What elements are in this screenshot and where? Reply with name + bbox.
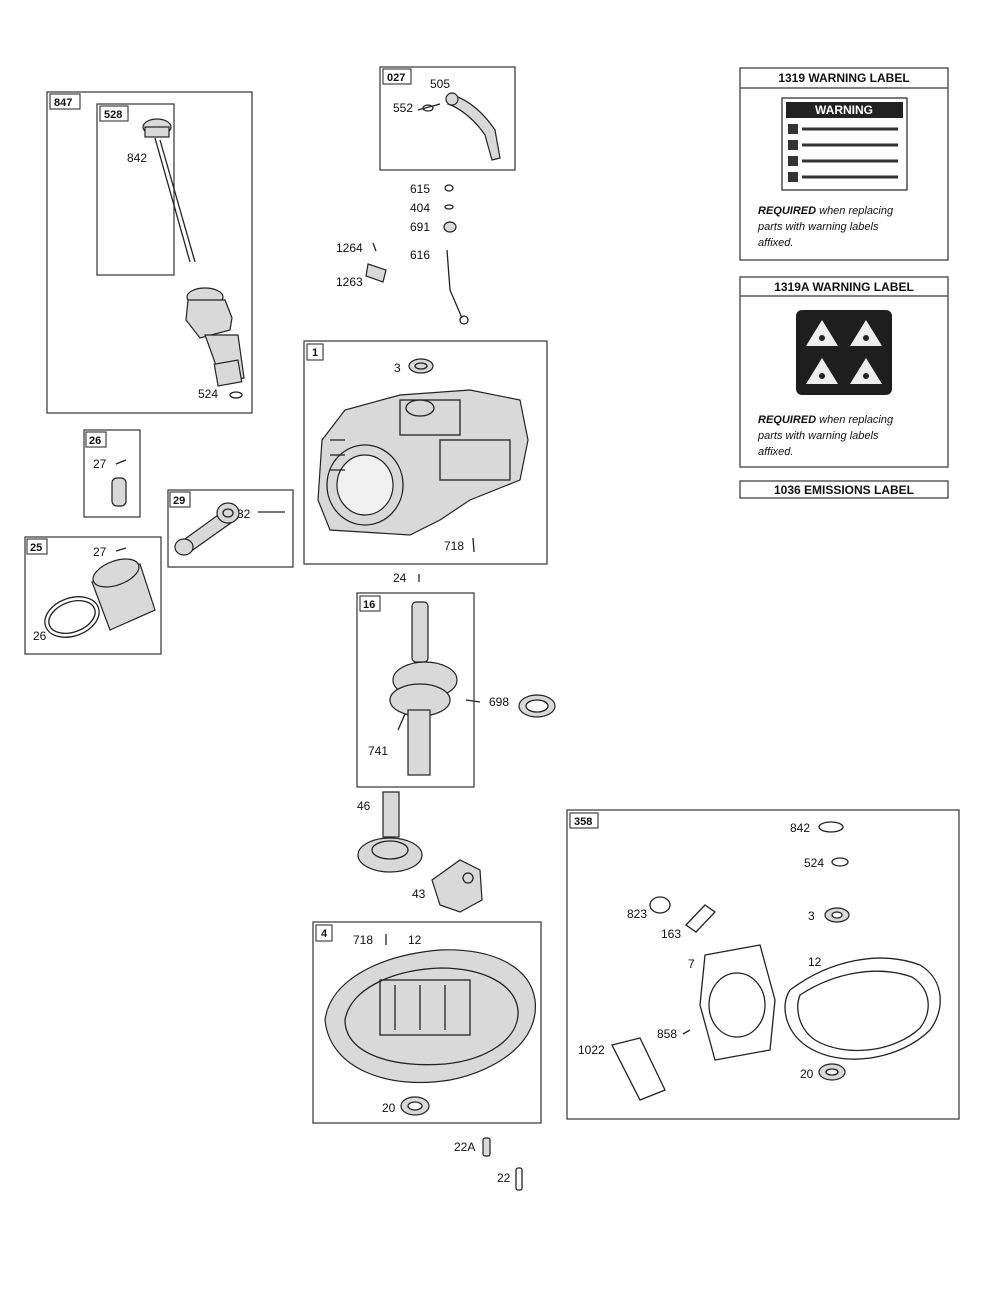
part-741-label: 741 bbox=[368, 744, 388, 758]
part-20a-label: 20 bbox=[382, 1101, 396, 1115]
emissions-label-1036: 1036 EMISSIONS LABEL bbox=[739, 480, 949, 499]
group-528-label: 528 bbox=[104, 109, 122, 121]
warning-label-1319-title: 1319 WARNING LABEL bbox=[778, 71, 909, 85]
part-552-label: 552 bbox=[393, 101, 413, 115]
group-29-label: 29 bbox=[173, 495, 185, 507]
warning1-required: REQUIRED bbox=[758, 205, 816, 217]
part-524-label: 524 bbox=[198, 387, 218, 401]
part-3-label: 3 bbox=[394, 361, 401, 375]
warning-label-1319: 1319 WARNING LABEL WARNING REQUIRED when… bbox=[739, 67, 949, 261]
part-616-label: 616 bbox=[410, 248, 430, 262]
warning2-required: REQUIRED bbox=[758, 414, 816, 426]
group-358-gasket-set: 358 842 524 823 163 3 7 12 858 1022 20 bbox=[566, 809, 960, 1120]
small-parts-column: 615 404 691 616 1264 1263 bbox=[336, 182, 469, 325]
part-505-label: 505 bbox=[430, 77, 450, 91]
part-24-label: 24 bbox=[393, 571, 407, 585]
warning-label-1319a-title: 1319A WARNING LABEL bbox=[774, 280, 914, 294]
warning2-line1: when replacing bbox=[816, 414, 894, 426]
group-847-label: 847 bbox=[54, 97, 72, 109]
part-12a-label: 12 bbox=[408, 933, 422, 947]
group-25: 25 27 26 bbox=[24, 536, 162, 655]
part-615-label: 615 bbox=[410, 182, 430, 196]
part-691-label: 691 bbox=[410, 220, 430, 234]
group-26-label: 26 bbox=[89, 435, 101, 447]
group-29: 29 32 bbox=[167, 489, 294, 568]
warning1-line2: parts with warning labels bbox=[757, 221, 879, 233]
group-16-crankshaft: 16 741 bbox=[356, 592, 481, 788]
part-163-label: 163 bbox=[661, 927, 681, 941]
dipstick-tube-part bbox=[185, 287, 245, 387]
warning1-line3: affixed. bbox=[758, 237, 793, 249]
group-358-label: 358 bbox=[574, 816, 592, 828]
group-26: 26 27 bbox=[83, 429, 141, 518]
part-718-label: 718 bbox=[444, 539, 464, 553]
part-1263-label: 1263 bbox=[336, 275, 363, 289]
group-847: 847 528 842 524 bbox=[46, 91, 253, 414]
governor-part: 43 bbox=[412, 859, 483, 913]
emissions-label-title: 1036 EMISSIONS LABEL bbox=[774, 483, 914, 497]
group-25-label: 25 bbox=[30, 542, 42, 554]
group-16-label: 16 bbox=[363, 599, 375, 611]
part-7-label: 7 bbox=[688, 957, 695, 971]
group-1-cylinder: 1 3 718 bbox=[303, 340, 548, 565]
warning1-line1: when replacing bbox=[816, 205, 894, 217]
group-027: 027 505 552 bbox=[379, 66, 516, 171]
part-842b-label: 842 bbox=[790, 821, 810, 835]
part-1022-label: 1022 bbox=[578, 1043, 605, 1057]
part-27a-label: 27 bbox=[93, 457, 107, 471]
svg-text:REQUIRED when replacing: REQUIRED when replacing bbox=[758, 414, 894, 426]
warning2-line2: parts with warning labels bbox=[757, 430, 879, 442]
part-46-label: 46 bbox=[357, 799, 371, 813]
group-027-label: 027 bbox=[387, 72, 405, 84]
part-524b-label: 524 bbox=[804, 856, 824, 870]
group-4-label: 4 bbox=[321, 928, 328, 940]
warning-text-lines bbox=[788, 124, 898, 182]
part-842-label: 842 bbox=[127, 151, 147, 165]
part-12b-label: 12 bbox=[808, 955, 822, 969]
part-3b-label: 3 bbox=[808, 909, 815, 923]
part-43-label: 43 bbox=[412, 887, 426, 901]
warning2-line3: affixed. bbox=[758, 446, 793, 458]
warning-sign-text: WARNING bbox=[815, 103, 873, 117]
part-27b-label: 27 bbox=[93, 545, 107, 559]
group-4-sump: 4 718 12 20 bbox=[312, 921, 542, 1124]
part-823-label: 823 bbox=[627, 907, 647, 921]
part-858-label: 858 bbox=[657, 1027, 677, 1041]
warning-label-1319a: 1319A WARNING LABEL REQUIRED when replac… bbox=[739, 276, 949, 468]
part-698-label: 698 bbox=[489, 695, 509, 709]
part-32-label: 32 bbox=[237, 507, 251, 521]
part-20b-label: 20 bbox=[800, 1067, 814, 1081]
part-22A-label: 22A bbox=[454, 1140, 475, 1154]
part-22-label: 22 bbox=[497, 1171, 511, 1185]
part-404-label: 404 bbox=[410, 201, 430, 215]
part-1264-label: 1264 bbox=[336, 241, 363, 255]
part-26-label: 26 bbox=[33, 629, 47, 643]
group-1-label: 1 bbox=[312, 347, 318, 359]
part-718b-label: 718 bbox=[353, 933, 373, 947]
svg-text:REQUIRED when replacing: REQUIRED when replacing bbox=[758, 205, 894, 217]
cam-gear-part: 46 bbox=[357, 791, 423, 873]
dipstick-part bbox=[142, 118, 196, 263]
